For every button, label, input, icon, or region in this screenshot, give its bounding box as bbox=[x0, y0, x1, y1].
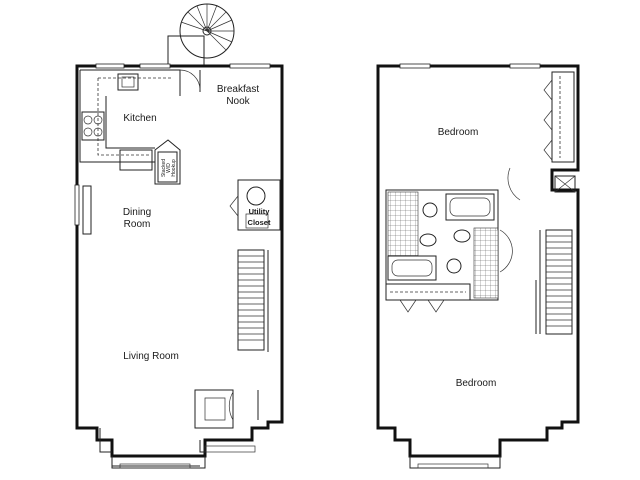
bedroom-bottom-closet bbox=[385, 283, 471, 313]
bedroom-top-label: Bedroom bbox=[438, 127, 479, 138]
hookup-label: Hookup bbox=[171, 159, 177, 176]
toilet-icon bbox=[453, 229, 471, 243]
water-heater-icon bbox=[246, 186, 266, 206]
utility-closet-label-line1: Utility bbox=[249, 207, 271, 216]
upper-floor-staircase bbox=[535, 229, 573, 335]
refrigerator-icon bbox=[119, 149, 153, 171]
breakfast-nook-label-line2: Nook bbox=[226, 96, 250, 107]
stove-icon bbox=[81, 111, 105, 141]
wd-label: W/D bbox=[166, 163, 172, 173]
dining-room-label-line2: Room bbox=[124, 219, 151, 230]
bedroom-bottom-label: Bedroom bbox=[456, 378, 497, 389]
breakfast-nook-label-line1: Breakfast bbox=[217, 84, 259, 95]
stacked-wd-closet: Stacked W/D Hookup bbox=[154, 139, 181, 185]
ground-floor-staircase bbox=[237, 249, 269, 352]
utility-closet-label-line2: Closet bbox=[248, 218, 271, 227]
entry-door bbox=[194, 389, 259, 429]
sink-icon bbox=[446, 258, 462, 274]
bathroom bbox=[385, 167, 521, 301]
spiral-staircase bbox=[167, 3, 235, 67]
toilet-icon bbox=[419, 233, 437, 247]
bathtub-icon bbox=[445, 193, 495, 221]
utility-closet bbox=[229, 179, 281, 231]
ground-floor-plan: Stacked W/D Hookup Kitchen B bbox=[74, 3, 284, 469]
upper-floor-exterior-walls bbox=[376, 64, 580, 458]
sink-icon bbox=[117, 73, 139, 91]
sink-icon bbox=[422, 202, 438, 218]
bathtub-icon bbox=[387, 255, 437, 281]
living-room-label: Living Room bbox=[123, 351, 179, 362]
kitchen-label: Kitchen bbox=[123, 113, 156, 124]
stacked-label: Stacked bbox=[161, 159, 167, 177]
ground-floor-exterior-walls bbox=[75, 64, 284, 458]
upper-floor-plan: Bedroom Bedroom bbox=[376, 63, 580, 469]
bedroom-top-closet bbox=[543, 71, 575, 163]
dining-room-label-line1: Dining bbox=[123, 207, 151, 218]
